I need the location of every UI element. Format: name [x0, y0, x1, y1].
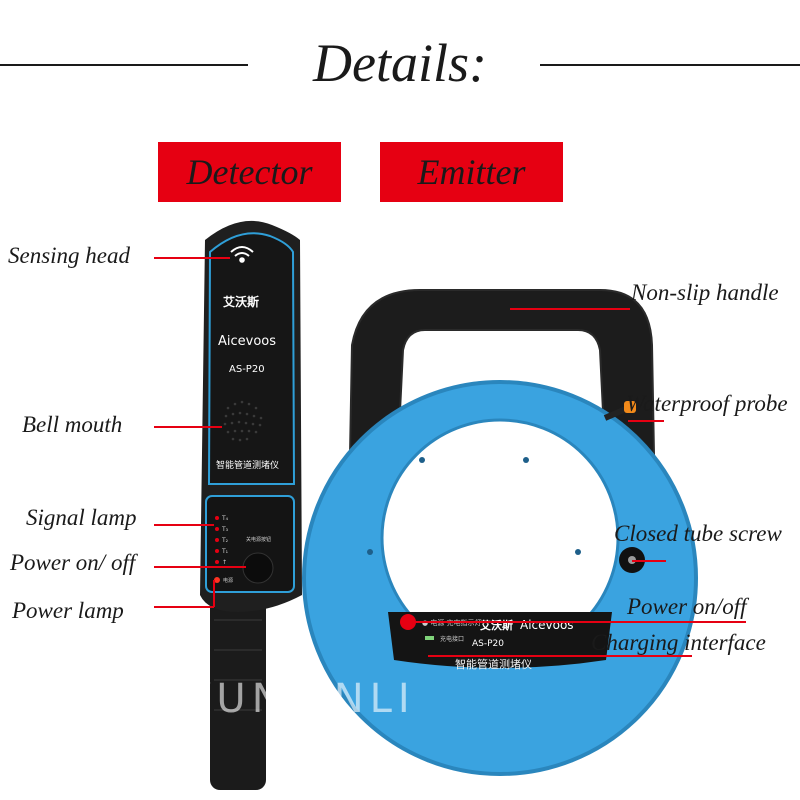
watermark: YUNLINLI [186, 676, 416, 722]
svg-text:T₁: T₁ [221, 548, 229, 555]
label-bell-mouth: Bell mouth [22, 412, 123, 437]
detector-tag: Detector [158, 142, 341, 202]
bell-mouth-grille [223, 400, 263, 442]
leader-power-lamp-v [213, 580, 215, 607]
emitter-power-button [400, 614, 416, 630]
svg-text:T₃: T₃ [221, 526, 229, 533]
label-charging-interface: Charging interface [591, 630, 766, 655]
page-title: Details: [313, 33, 487, 93]
charging-port [425, 636, 434, 640]
label-power-on-off-detector: Power on/ off [10, 550, 136, 575]
leader-signal-lamp [154, 524, 214, 526]
label-non-slip-handle: Non-slip handle [631, 280, 779, 305]
waterproof-probe [624, 401, 636, 413]
leader-bell-mouth [154, 426, 222, 428]
detector-device: 艾沃斯 Aicevoos AS-P20 智能管道测堵仪 T₄ T₃ T₂ T₁ ↑ 关电… [200, 220, 302, 790]
detector-grip [210, 590, 266, 790]
power-lamp [214, 577, 220, 583]
leader-power-on-off-detector [154, 566, 246, 568]
svg-text:● 电源 充电指示灯: ● 电源 充电指示灯 [422, 618, 482, 627]
svg-text:电源: 电源 [223, 577, 233, 584]
leader-power-on-off-emitter [410, 621, 746, 623]
svg-text:关电源按钮: 关电源按钮 [246, 536, 271, 543]
leader-closed-tube-screw [632, 560, 666, 562]
label-sensing-head: Sensing head [8, 243, 131, 268]
leader-non-slip-handle [510, 308, 630, 310]
reel-window [382, 420, 618, 656]
label-power-lamp: Power lamp [12, 598, 124, 623]
label-closed-tube-screw: Closed tube screw [614, 521, 782, 546]
svg-text:↑: ↑ [222, 559, 227, 566]
emitter-reel: ● 电源 充电指示灯 艾沃斯 Aicevoos 充电接口 AS-P20 智能管道… [302, 289, 698, 776]
leader-charging-interface [428, 655, 692, 657]
emitter-panel [388, 612, 612, 668]
header-rule-left [0, 64, 248, 66]
wifi-icon [230, 246, 254, 263]
header-rule-right [540, 64, 800, 66]
label-signal-lamp: Signal lamp [26, 505, 137, 530]
label-power-on-off-emitter: Power on/off [627, 594, 747, 619]
emitter-product-cn: 智能管道测堵仪 [455, 657, 532, 671]
svg-text:充电接口: 充电接口 [440, 635, 464, 643]
emitter-tag: Emitter [380, 142, 563, 202]
signal-lamps [215, 516, 219, 564]
leader-waterproof-probe [628, 420, 664, 422]
detector-model: AS-P20 [229, 364, 265, 375]
detector-brand: Aicevoos [218, 334, 276, 349]
svg-text:T₄: T₄ [221, 515, 229, 522]
detector-power-button [242, 552, 274, 584]
detector-brand-cn: 艾沃斯 [223, 294, 259, 309]
emitter-model: AS-P20 [472, 639, 504, 649]
leader-sensing-head [154, 257, 230, 259]
leader-power-lamp-h [154, 606, 214, 608]
label-waterproof-probe: Waterproof probe [626, 391, 788, 416]
detector-product-cn: 智能管道测堵仪 [216, 459, 279, 471]
svg-text:T₂: T₂ [221, 537, 229, 544]
